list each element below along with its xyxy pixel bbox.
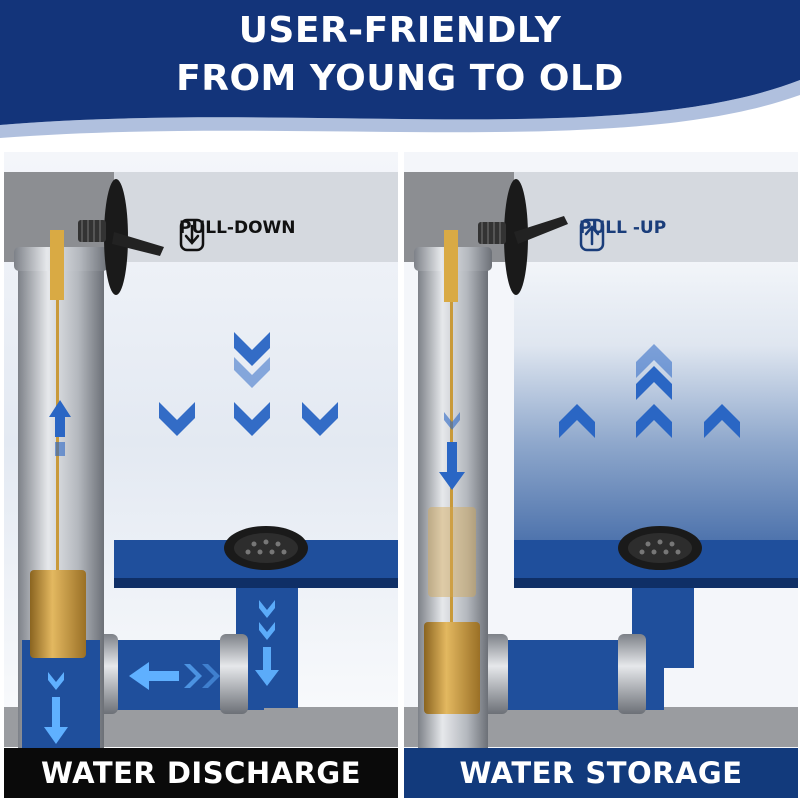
panel-water-storage: PULL -UP WATER STORAGE xyxy=(404,152,798,798)
arrow-down-box-icon xyxy=(179,218,205,252)
discharge-illustration xyxy=(4,152,398,798)
pull-down-action: PULL-DOWN xyxy=(179,218,296,252)
pull-up-action: PULL -UP xyxy=(579,218,666,252)
water-storage-label: WATER STORAGE xyxy=(404,748,798,798)
water-discharge-label: WATER DISCHARGE xyxy=(4,748,398,798)
header-banner: USER-FRIENDLY FROM YOUNG TO OLD xyxy=(0,0,800,150)
down-chevron-1 xyxy=(234,332,270,366)
header-title-line2: FROM YOUNG TO OLD xyxy=(176,58,624,99)
arrow-up-box-icon xyxy=(579,218,605,252)
header-title-line1: USER-FRIENDLY xyxy=(238,10,562,51)
header-wave-background xyxy=(0,0,800,138)
pull-down-label: PULL-DOWN xyxy=(179,218,296,238)
storage-illustration xyxy=(404,152,798,798)
panel-water-discharge: PULL-DOWN WATER DISCHARGE xyxy=(4,152,398,798)
